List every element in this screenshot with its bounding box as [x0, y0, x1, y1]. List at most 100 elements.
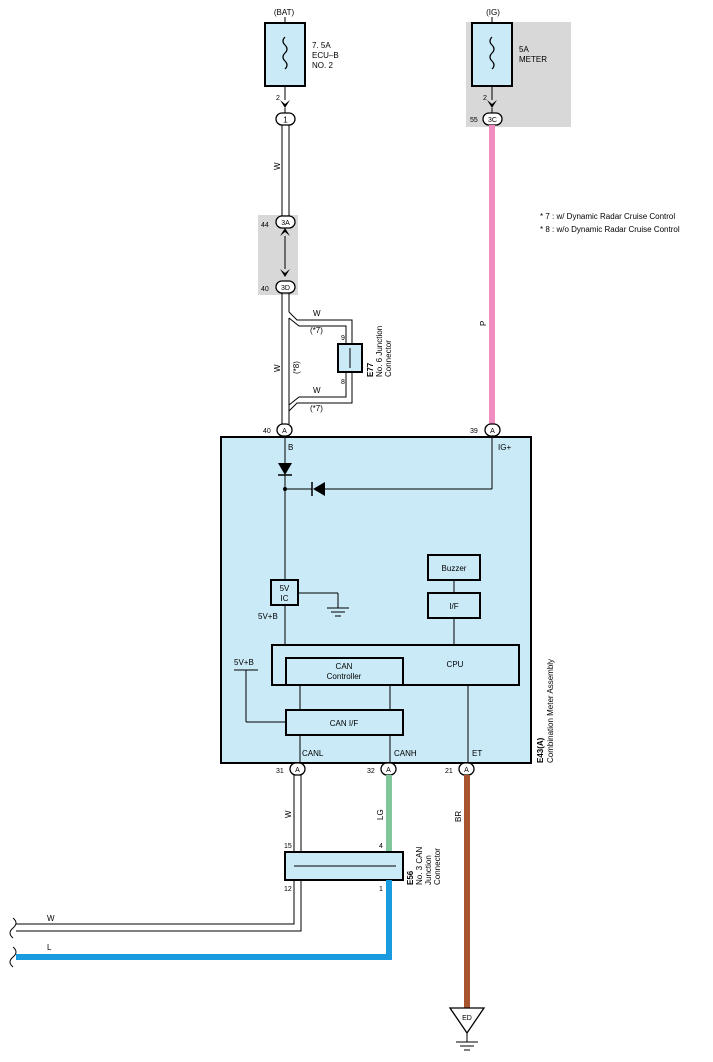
wire-w-label-1: W: [273, 162, 282, 170]
svg-text:31: 31: [276, 768, 284, 775]
svg-text:3D: 3D: [281, 285, 290, 292]
star8-label: (*8): [292, 361, 301, 374]
wire-l-blue: [16, 880, 392, 960]
e56-can-junction: 15 12 4 1 E56 No. 3 CAN Junction Connect…: [284, 843, 442, 893]
wire-w-bottom: [16, 880, 302, 932]
wire-w-label-3: W: [313, 386, 321, 395]
svg-text:5V: 5V: [280, 584, 290, 593]
canl-label: CANL: [302, 749, 324, 758]
ground-ed: ED: [448, 1007, 486, 1051]
fuse-icon: [282, 36, 288, 70]
svg-text:1: 1: [283, 116, 288, 125]
svg-text:9: 9: [341, 335, 345, 342]
can-controller: CAN Controller: [285, 657, 404, 686]
fuse1-pin: 2: [276, 95, 280, 102]
svg-text:3C: 3C: [488, 117, 497, 124]
svg-text:CPU: CPU: [447, 660, 464, 669]
canh-label: CANH: [394, 749, 417, 758]
svg-text:8: 8: [341, 379, 345, 386]
svg-text:Connector: Connector: [433, 848, 442, 885]
svg-text:A: A: [295, 767, 300, 774]
svg-text:21: 21: [445, 768, 453, 775]
ig-label: (IG): [486, 8, 500, 17]
et-label: ET: [472, 749, 482, 758]
fuse-icon: [489, 36, 495, 70]
svg-text:39: 39: [470, 428, 478, 435]
wire-br-label: BR: [454, 811, 463, 822]
svg-text:15: 15: [284, 843, 292, 850]
arrow-icon: [280, 228, 290, 236]
svg-text:CAN: CAN: [336, 662, 353, 671]
svg-text:IC: IC: [281, 594, 289, 603]
meter-pin-a21: 21 A: [445, 762, 475, 776]
ground-icon: [448, 1007, 486, 1035]
term-ig: IG+: [498, 443, 511, 452]
connector-3a: 44 3A: [261, 215, 296, 277]
wire-w-middle: [281, 293, 353, 424]
svg-text:A: A: [464, 767, 469, 774]
svg-text:Buzzer: Buzzer: [442, 564, 467, 573]
svg-text:A: A: [282, 428, 287, 435]
wire-p-label: P: [479, 321, 488, 326]
wire-lg-label: LG: [376, 809, 385, 820]
fuse-ecu-b: 7. 5A ECU–B NO. 2: [264, 17, 339, 87]
if-block: I/F: [427, 592, 481, 619]
svg-text:4: 4: [379, 843, 383, 850]
svg-text:I/F: I/F: [449, 602, 458, 611]
svg-text:ED: ED: [462, 1015, 472, 1022]
svg-text:No. 3 CAN: No. 3 CAN: [415, 847, 424, 885]
wire-w-canl: [293, 775, 302, 852]
svg-text:1: 1: [379, 886, 383, 893]
diode-icon: [313, 482, 325, 496]
meter-pin-a39: 39 A: [470, 423, 501, 437]
svg-text:NO. 2: NO. 2: [312, 61, 333, 70]
svg-text:ECU–B: ECU–B: [312, 51, 339, 60]
svg-text:40: 40: [263, 428, 271, 435]
wire-l-label: L: [47, 943, 52, 952]
term-b: B: [288, 443, 293, 452]
wire-w-label-4: W: [273, 364, 282, 372]
meter-pin-a31: 31 A: [276, 762, 306, 776]
wire-w-label-5: W: [284, 810, 293, 818]
svg-text:Connector: Connector: [384, 340, 393, 377]
svg-text:Controller: Controller: [327, 672, 362, 681]
svg-text:CAN I/F: CAN I/F: [330, 719, 359, 728]
svg-text:3A: 3A: [281, 220, 290, 227]
diode-icon: [278, 463, 292, 475]
connector-3d: 40 3D: [261, 280, 296, 294]
can-if-block: CAN I/F: [285, 709, 404, 736]
star7-label-1: (*7): [310, 326, 323, 335]
v5b-label-2: 5V+B: [234, 658, 254, 667]
svg-text:No. 6 Junction: No. 6 Junction: [375, 326, 384, 377]
svg-text:7. 5A: 7. 5A: [312, 41, 331, 50]
meter-pin-a40: 40 A: [263, 423, 293, 437]
fuse2-pin: 2: [483, 95, 487, 102]
wire-w-label-6: W: [47, 914, 55, 923]
svg-text:A: A: [490, 428, 495, 435]
connector-1: 1: [275, 108, 296, 126]
svg-text:A: A: [386, 767, 391, 774]
wire-w-label-2: W: [313, 309, 321, 318]
svg-text:5A: 5A: [519, 45, 529, 54]
meter-code: E43(A): [536, 737, 545, 763]
ic-5v: 5V IC: [270, 579, 349, 617]
svg-text:40: 40: [261, 286, 269, 293]
wire-w-top: [281, 125, 290, 216]
svg-text:44: 44: [261, 222, 269, 229]
wire-break-icon: [9, 946, 17, 968]
arrow-icon: [280, 269, 290, 277]
arrow-icon: [280, 100, 290, 108]
star7-label-2: (*7): [310, 404, 323, 413]
bat-label: (BAT): [274, 8, 295, 17]
wire-break-icon: [9, 917, 17, 939]
note-7: * 7 : w/ Dynamic Radar Cruise Control: [540, 212, 675, 221]
arrow-icon: [487, 100, 497, 108]
svg-text:32: 32: [367, 768, 375, 775]
svg-text:METER: METER: [519, 55, 547, 64]
svg-text:12: 12: [284, 886, 292, 893]
e77-junction-connector: 9 8 E77 No. 6 Junction Connector: [337, 326, 393, 386]
svg-text:Junction: Junction: [424, 855, 433, 885]
v5b-label-1: 5V+B: [258, 612, 278, 621]
buzzer: Buzzer: [427, 554, 481, 581]
